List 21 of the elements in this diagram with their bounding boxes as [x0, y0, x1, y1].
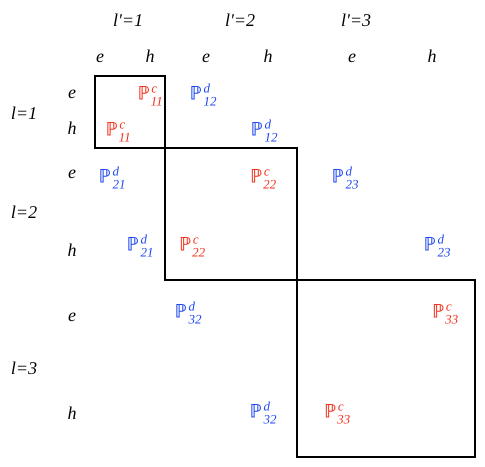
row-header: l=3 [10, 359, 38, 377]
column-header: l'=1 [113, 11, 143, 29]
index-label: e [68, 83, 76, 101]
index-label: h [68, 119, 76, 137]
block-box [164, 147, 298, 281]
index-label: h [264, 47, 272, 65]
column-header: l'=2 [225, 11, 255, 29]
index-label: e [68, 306, 76, 324]
index-label: e [348, 47, 356, 65]
block-box [94, 75, 166, 149]
index-label: h [68, 404, 76, 422]
index-label: h [68, 241, 76, 259]
block-box [296, 279, 476, 458]
index-label: e [96, 47, 104, 65]
index-label: h [428, 47, 436, 65]
column-header: l'=3 [341, 11, 371, 29]
row-header: l=1 [10, 104, 38, 122]
index-label: h [146, 47, 154, 65]
index-label: e [68, 163, 76, 181]
index-label: e [202, 47, 210, 65]
row-header: l=2 [10, 203, 38, 221]
